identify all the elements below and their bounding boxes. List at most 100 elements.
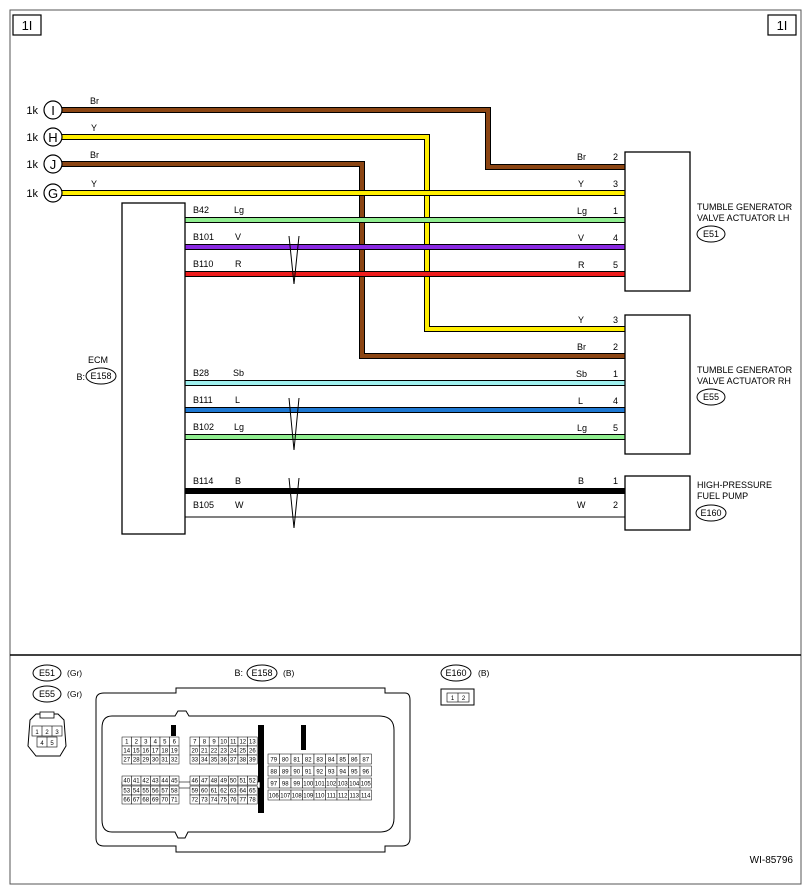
page-tag-right-label: 1I — [777, 18, 788, 33]
page-frame — [9, 9, 802, 885]
pin-label: 98 — [282, 782, 289, 788]
pin-label: 35 — [211, 758, 218, 764]
pin-label: 58 — [171, 789, 178, 795]
pin-label: 64 — [239, 789, 246, 795]
ecm-connector-id: E158 — [90, 371, 111, 381]
pin-number: 3 — [613, 315, 618, 325]
component-e160-badge — [695, 504, 727, 522]
wire-color-label: Y — [91, 123, 97, 133]
pin-label: 13 — [249, 740, 256, 746]
wire-color-label: B — [578, 476, 584, 486]
pin-label: 50 — [230, 779, 237, 785]
pin-label: 60 — [201, 789, 208, 795]
pin-label: 57 — [161, 789, 168, 795]
pin-label: 34 — [201, 758, 208, 764]
pin-label: 96 — [362, 770, 369, 776]
ecm-block — [121, 202, 186, 535]
pin-label: 16 — [142, 749, 149, 755]
wire-color-label: W — [235, 500, 244, 510]
component-e160-box — [624, 475, 691, 531]
pin-label: 85 — [339, 758, 346, 764]
pin-label: 25 — [239, 749, 246, 755]
ecm-title: ECM — [88, 355, 108, 365]
pin-cell — [169, 794, 180, 805]
pin-label: 89 — [282, 770, 289, 776]
connector-prefix: 1k — [26, 132, 38, 144]
pin-label: 66 — [123, 798, 130, 804]
ecm-connector-prefix: B: — [76, 372, 85, 382]
pin-label: 111 — [327, 794, 337, 800]
pin-label: 56 — [152, 789, 159, 795]
pin-label: 11 — [230, 740, 237, 746]
pin-label: 51 — [239, 779, 246, 785]
pin-label: 36 — [220, 758, 227, 764]
ecm-wire-labels: B42 Lg B101 V B110 R B28 Sb B111 L B102 … — [193, 205, 244, 510]
pin-label: 77 — [239, 798, 246, 804]
ecm-pin-code: B102 — [193, 422, 214, 432]
pin-label: 43 — [152, 779, 159, 785]
legend-e55-id: E55 — [39, 689, 55, 699]
pin-label: 87 — [362, 758, 369, 764]
pin-number: 4 — [613, 233, 618, 243]
legend-e160-color: (B) — [478, 668, 490, 678]
pin-label: 107 — [280, 794, 291, 800]
pin-label: 102 — [326, 782, 337, 788]
pin-label: 76 — [230, 798, 237, 804]
connector-letter: G — [48, 186, 58, 201]
pin-label: 45 — [171, 779, 178, 785]
pin-label: 109 — [303, 794, 314, 800]
pin-label: 37 — [230, 758, 237, 764]
connector-prefix: 1k — [26, 188, 38, 200]
left-wire-labels: Br Y Br Y — [90, 96, 99, 189]
pin-number: 1 — [613, 369, 618, 379]
legend-e158-prefix: B: — [234, 668, 243, 678]
pin-label: 93 — [328, 770, 335, 776]
wire-color-label: B — [235, 476, 241, 486]
ecm-pin-code: B114 — [193, 476, 213, 486]
legend-e160-id: E160 — [445, 668, 466, 678]
connector-prefix: 1k — [26, 159, 38, 171]
pin-label: 97 — [270, 782, 277, 788]
wire-i-br-fill — [62, 108, 625, 169]
pin-number: 2 — [613, 500, 618, 510]
pin-label: 44 — [161, 779, 168, 785]
pin-label: 78 — [249, 798, 256, 804]
pin-label: 29 — [142, 758, 149, 764]
pin-label: 19 — [171, 749, 178, 755]
pin-number: 3 — [613, 179, 618, 189]
pin-label: 105 — [361, 782, 372, 788]
pin-label: 92 — [316, 770, 323, 776]
wire-color-label: Lg — [234, 205, 244, 215]
pin-label: 79 — [270, 758, 277, 764]
pin-label: 18 — [161, 749, 168, 755]
pin-label: 72 — [191, 798, 198, 804]
pin-label: 15 — [133, 749, 140, 755]
wire-color-label: W — [577, 500, 586, 510]
figure-id: WI-85796 — [750, 855, 794, 866]
pin-label: 42 — [142, 779, 149, 785]
wire-color-label: Sb — [576, 369, 587, 379]
pin-label: 23 — [220, 749, 227, 755]
wire-color-label: Br — [577, 152, 586, 162]
component-e51-box — [624, 151, 691, 292]
page-tag-left-label: 1I — [22, 18, 33, 33]
pin-label: 2 — [462, 696, 466, 702]
pin-label: 26 — [249, 749, 256, 755]
pin-label: 5 — [163, 740, 167, 746]
pin-number: 4 — [613, 396, 618, 406]
component-e55-id: E55 — [703, 392, 719, 402]
component-e51-name-line2: VALVE ACTUATOR LH — [697, 213, 789, 223]
pin-label: 48 — [211, 779, 218, 785]
pin-label: 113 — [349, 794, 359, 800]
connector-letter: J — [50, 157, 57, 172]
pin-label: 55 — [142, 789, 149, 795]
pin-label: 99 — [293, 782, 300, 788]
wire-color-label: Br — [577, 342, 586, 352]
page-tag-left — [12, 14, 42, 36]
pin-label: 68 — [142, 798, 149, 804]
twisted-pair-marker — [288, 477, 300, 529]
pin-label: 32 — [171, 758, 178, 764]
connector-circle — [43, 183, 63, 203]
component-e55-name-line1: TUMBLE GENERATOR — [697, 365, 793, 375]
